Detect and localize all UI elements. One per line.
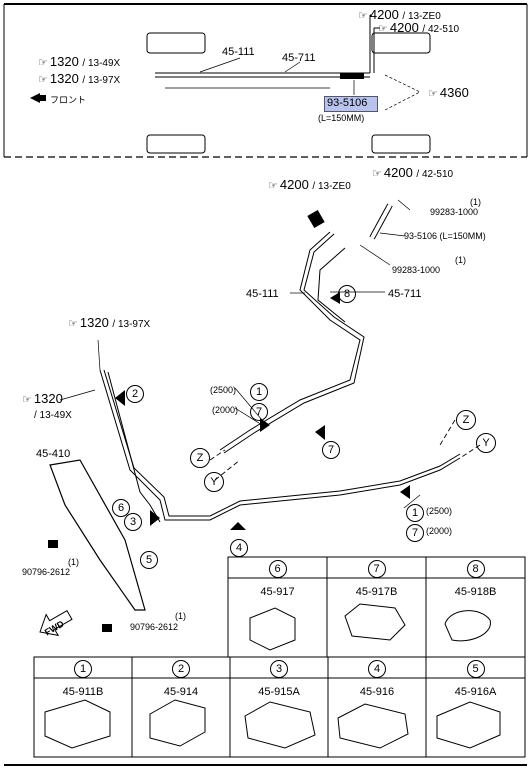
front-label: フロント xyxy=(50,95,87,105)
ref-1320-97x-top[interactable]: ☞1320 / 13-97X xyxy=(38,71,121,87)
length-2500: (2500) xyxy=(210,385,237,395)
table-header-4: 4 xyxy=(328,660,426,678)
part-45-917[interactable]: 45-917 xyxy=(260,586,295,598)
callout-5[interactable]: 5 xyxy=(140,550,158,569)
ref-1320-49x-top[interactable]: ☞1320 / 13-49X xyxy=(38,54,121,70)
ref-1320-97x[interactable]: ☞1320 / 13-97X xyxy=(68,315,151,331)
callout-7b[interactable]: 7 xyxy=(406,523,424,542)
callout-4[interactable]: 4 xyxy=(230,538,248,557)
table-header-1: 1 xyxy=(34,660,132,678)
table-header-7: 7 xyxy=(327,560,426,578)
part-99283-1000-a: 99283-1000 xyxy=(430,207,479,217)
highlight-length: (L=150MM) xyxy=(318,113,365,123)
part-45-916a[interactable]: 45-916A xyxy=(454,686,497,698)
part-45-916[interactable]: 45-916 xyxy=(359,686,395,698)
callout-8[interactable]: 8 xyxy=(338,284,356,303)
length-2000b: (2000) xyxy=(426,526,453,536)
table-header-5: 5 xyxy=(426,660,525,678)
part-45-111: 45-111 xyxy=(246,288,279,300)
qty-90796-a: (1) xyxy=(68,557,79,567)
part-45-914[interactable]: 45-914 xyxy=(163,686,199,698)
part-93-5106: 93-5106 (L=150MM) xyxy=(404,231,486,241)
ref-4200-ze0-top[interactable]: ☞4200 / 13-ZE0 xyxy=(358,7,441,23)
length-2500b: (2500) xyxy=(426,506,453,516)
callout-1b[interactable]: 1 xyxy=(406,503,424,522)
callout-y-left[interactable]: Y xyxy=(204,472,224,492)
part-45-911b[interactable]: 45-911B xyxy=(62,686,104,698)
callout-3[interactable]: 3 xyxy=(124,512,142,531)
ref-4200-510[interactable]: ☞4200 / 42-510 xyxy=(372,165,454,181)
part-45-410: 45-410 xyxy=(36,448,71,460)
callout-z-left[interactable]: Z xyxy=(190,448,210,468)
table-header-3: 3 xyxy=(230,660,328,678)
part-45-711-top: 45-711 xyxy=(282,52,316,64)
ref-1320-49x[interactable]: ☞1320/ 13-49X xyxy=(22,391,72,422)
part-90796-2612-a: 90796-2612 xyxy=(22,567,71,577)
ref-4200-510-top[interactable]: ☞4200 / 42-510 xyxy=(378,20,460,36)
table-header-8: 8 xyxy=(426,560,525,578)
callout-6[interactable]: 6 xyxy=(112,498,130,517)
length-2000: (2000) xyxy=(212,405,239,415)
part-45-711: 45-711 xyxy=(388,288,422,300)
callout-y-right[interactable]: Y xyxy=(476,433,496,453)
qty-99283-a: (1) xyxy=(470,197,481,207)
ref-4200-ze0[interactable]: ☞4200 / 13-ZE0 xyxy=(268,177,351,193)
qty-99283-b: (1) xyxy=(455,255,466,265)
callout-2[interactable]: 2 xyxy=(126,384,144,403)
highlight-part-93-5106[interactable]: 93-5106 xyxy=(324,96,378,112)
callout-7c[interactable]: 7 xyxy=(322,440,340,459)
table-header-6: 6 xyxy=(228,560,327,578)
part-45-918b[interactable]: 45-918B xyxy=(454,586,497,598)
part-45-915a[interactable]: 45-915A xyxy=(258,686,300,698)
callout-1[interactable]: 1 xyxy=(250,382,268,401)
ref-4360-top[interactable]: ☞4360 xyxy=(428,85,469,101)
callout-7[interactable]: 7 xyxy=(250,402,268,421)
part-45-917b[interactable]: 45-917B xyxy=(355,586,398,598)
part-45-111-top: 45-111 xyxy=(222,46,255,58)
qty-90796-b: (1) xyxy=(175,611,186,621)
table-header-2: 2 xyxy=(132,660,230,678)
part-90796-2612-b: 90796-2612 xyxy=(130,622,179,632)
callout-z-right[interactable]: Z xyxy=(456,410,476,430)
part-99283-1000-b: 99283-1000 xyxy=(392,265,441,275)
